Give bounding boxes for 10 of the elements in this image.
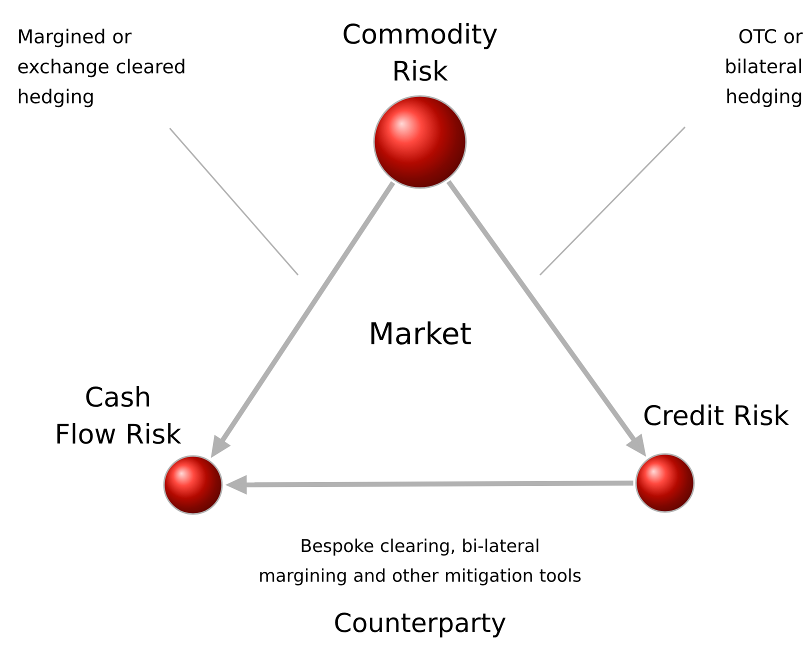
risk-heading: Cash Flow Risk [57, 386, 182, 444]
caption-text: Bespoke clearing, bi-lateral margining and other mitigation tools [260, 538, 581, 586]
risk-heading: Commodity Risk [344, 23, 498, 81]
risk-heading: Credit Risk [644, 404, 789, 426]
region-label: Counterparty [335, 612, 506, 638]
leader-line [169, 128, 299, 276]
note-text: Margined or exchange cleared hedging [18, 28, 184, 108]
leader-line [539, 126, 686, 276]
note-text: OTC or bilateral hedging [726, 28, 803, 108]
region-label: Market [371, 321, 471, 345]
